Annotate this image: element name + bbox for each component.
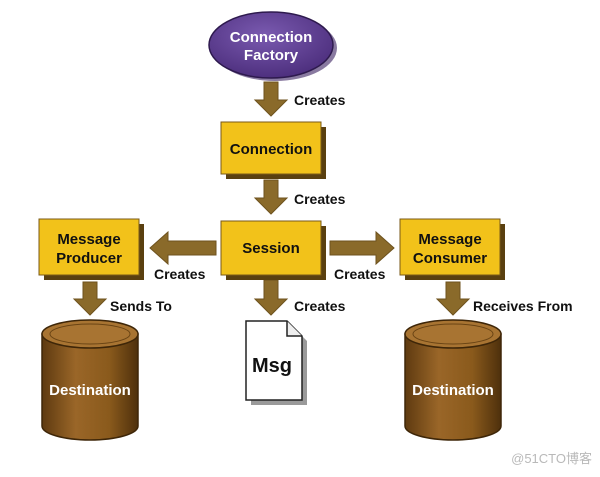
destination-right-label: Destination (412, 382, 494, 399)
arrow-session-to-msg (253, 279, 289, 316)
edge-label-destination-to-consumer: Receives From (473, 298, 573, 314)
destination-right-node: Destination (404, 319, 502, 441)
edge-label-session-to-msg: Creates (294, 298, 346, 314)
edge-label-producer-to-destination: Sends To (110, 298, 172, 314)
session-node: Session (220, 220, 326, 280)
edge-label-connection-to-session: Creates (294, 191, 346, 207)
connection-factory-node: Connection Factory (208, 11, 337, 81)
edge-label-session-to-consumer: Creates (334, 266, 386, 282)
connection-factory-label-line2: Factory (244, 47, 299, 64)
message-producer-node: Message Producer (38, 218, 144, 280)
msg-document-node: Msg (245, 320, 307, 405)
msg-label: Msg (252, 355, 292, 377)
watermark-text: @51CTO博客 (511, 451, 592, 466)
connection-label: Connection (230, 141, 313, 158)
arrow-producer-to-destination (72, 281, 108, 316)
connection-node: Connection (220, 121, 326, 179)
arrow-session-to-consumer (329, 230, 395, 266)
session-label: Session (242, 240, 300, 257)
arrow-consumer-to-destination (435, 281, 471, 316)
edge-label-session-to-producer: Creates (154, 266, 206, 282)
destination-left-label: Destination (49, 382, 131, 399)
edge-label-factory-to-connection: Creates (294, 92, 346, 108)
arrow-factory-to-connection (253, 81, 289, 117)
connection-factory-label-line1: Connection (230, 29, 313, 46)
message-consumer-node: Message Consumer (399, 218, 505, 280)
message-consumer-label-line1: Message (418, 231, 481, 248)
destination-left-node: Destination (41, 319, 139, 441)
arrow-connection-to-session (253, 179, 289, 215)
message-producer-label-line2: Producer (56, 250, 122, 267)
message-consumer-label-line2: Consumer (413, 250, 487, 267)
arrow-session-to-producer (149, 230, 217, 266)
message-producer-label-line1: Message (57, 231, 120, 248)
